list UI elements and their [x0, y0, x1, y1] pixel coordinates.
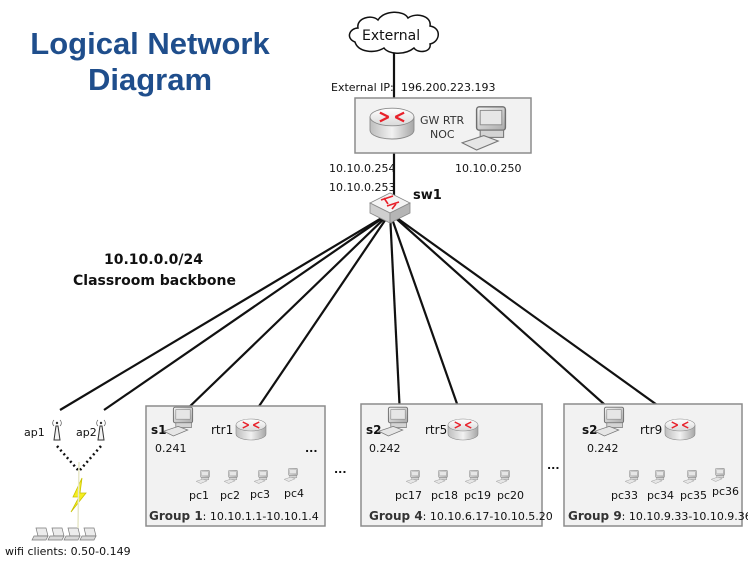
link-switch-to-group1-router [250, 212, 391, 419]
noc-label: NOC [430, 128, 455, 141]
ap1-label: ap1 [24, 426, 45, 439]
group9-pc-3: pc35 [680, 489, 708, 502]
wifi-client-laptop-icon-3 [63, 527, 81, 541]
link-switch-to-group9-server [389, 212, 615, 414]
group-box-1 [145, 405, 326, 527]
link-switch-to-group4-router [388, 212, 464, 419]
external-cloud-label: External [362, 28, 421, 44]
link-switch-to-group9-router [389, 212, 679, 421]
switch-name: sw1 [413, 188, 442, 203]
external-ip-value: 196.200.223.193 [401, 81, 496, 94]
title-line-1: Logical Network [30, 26, 270, 61]
group9-caption-name: Group 9 [568, 509, 622, 523]
wifi-client-laptop-icon-1 [31, 527, 49, 541]
backbone-name: Classroom backbone [73, 273, 236, 289]
group1-pc-4: pc4 [284, 487, 305, 500]
wifi-link-ap2 [79, 445, 102, 471]
group1-more-ellipsis: ... [305, 442, 318, 455]
group1-router-name: rtr1 [211, 423, 234, 437]
gateway-inner-ip: 10.10.0.254 [329, 162, 396, 175]
group4-server-ip: 0.242 [369, 442, 401, 455]
title-line-2: Diagram [87, 62, 213, 97]
link-switch-to-ap2 [103, 212, 391, 411]
link-switch-to-group4-server [388, 212, 402, 416]
ap2-label: ap2 [76, 426, 97, 439]
group9-pc-1: pc33 [611, 489, 639, 502]
ap1-antenna-icon [52, 419, 62, 441]
rtr5-router-icon [447, 418, 479, 441]
group9-caption: Group 9: 10.10.9.33-10.10.9.36 [568, 509, 748, 524]
group4-caption-name: Group 4 [369, 509, 423, 523]
group1-server-name: s1 [151, 423, 167, 437]
group9-pc-4: pc36 [712, 485, 740, 498]
group1-caption: Group 1: 10.10.1.1-10.10.1.4 [149, 509, 319, 524]
gateway-router-icon [368, 107, 416, 141]
switch-icon [369, 192, 411, 224]
group1-server-ip: 0.241 [155, 442, 187, 455]
external-cloud-icon [348, 11, 439, 54]
group1-caption-name: Group 1 [149, 509, 203, 523]
rtr1-router-icon [235, 418, 267, 441]
wifi-bolt-glow [77, 461, 80, 529]
group4-pc-4: pc20 [497, 489, 525, 502]
wifi-link-ap1 [56, 445, 79, 471]
group9-caption-range: : 10.10.9.33-10.10.9.36 [621, 510, 748, 523]
group9-server-name: s2 [582, 423, 598, 437]
gateway-router-label: GW RTR [420, 114, 465, 127]
wifi-client-laptop-icon-2 [47, 527, 65, 541]
group4-pc-3: pc19 [464, 489, 492, 502]
group1-pc-1: pc1 [189, 489, 210, 502]
groups-gap-ellipsis-2: ... [547, 459, 560, 472]
group4-pc-2: pc18 [431, 489, 459, 502]
backbone-subnet: 10.10.0.0/24 [104, 252, 203, 268]
group4-caption: Group 4: 10.10.6.17-10.10.5.20 [369, 509, 553, 524]
wifi-clients-label: wifi clients: 0.50-0.149 [5, 545, 131, 558]
group9-server-ip: 0.242 [587, 442, 619, 455]
link-switch-to-ap1 [59, 212, 391, 411]
group9-router-name: rtr9 [640, 423, 663, 437]
rtr9-router-icon [664, 418, 696, 441]
group1-caption-range: : 10.10.1.1-10.10.1.4 [202, 510, 319, 523]
group1-pc-2: pc2 [220, 489, 241, 502]
external-ip-label: External IP: [331, 81, 394, 94]
wifi-client-laptop-icon-4 [79, 527, 97, 541]
group4-router-name: rtr5 [425, 423, 448, 437]
group1-pc-3: pc3 [250, 488, 271, 501]
group-box-9 [563, 403, 743, 527]
group4-pc-1: pc17 [395, 489, 423, 502]
link-switch-to-group1-server [182, 212, 391, 414]
switch-ip: 10.10.0.253 [329, 181, 396, 194]
groups-gap-ellipsis-1: ... [334, 463, 347, 476]
group4-caption-range: : 10.10.6.17-10.10.5.20 [422, 510, 553, 523]
group9-pc-2: pc34 [647, 489, 675, 502]
noc-ip: 10.10.0.250 [455, 162, 522, 175]
group4-server-name: s2 [366, 423, 382, 437]
ap2-antenna-icon [96, 419, 106, 441]
